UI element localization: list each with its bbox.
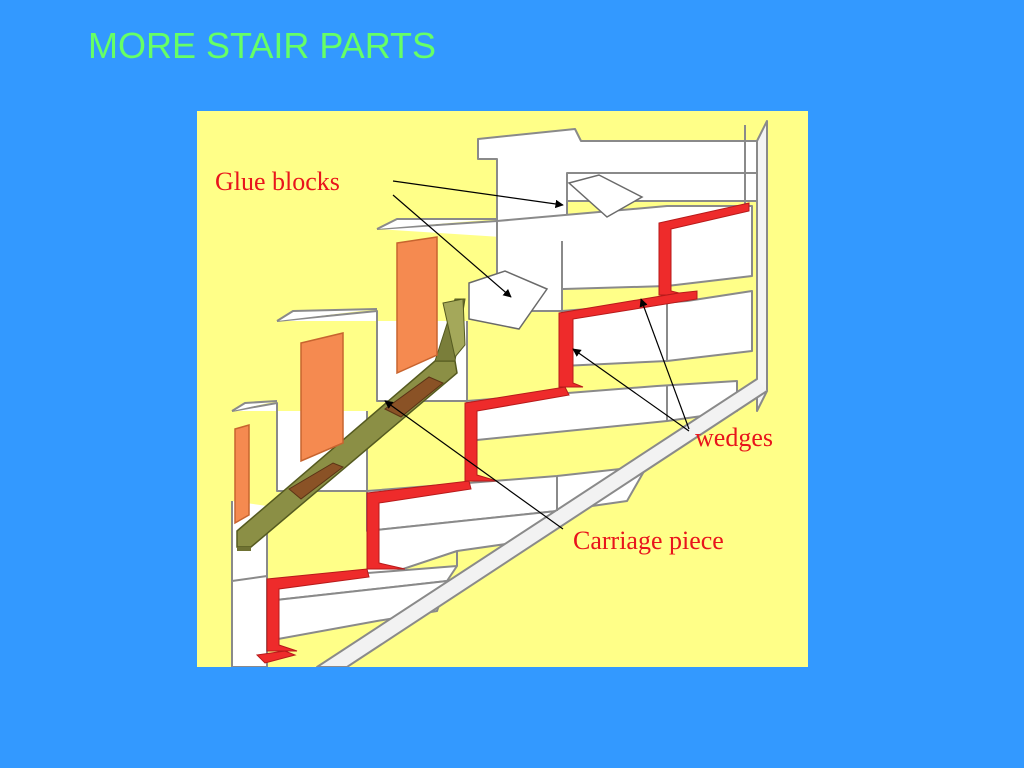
glue-block-square-upper — [567, 174, 644, 218]
wedges — [255, 202, 750, 664]
glue-block-2 — [288, 462, 345, 500]
wedge-1 — [658, 202, 750, 296]
diagram-labels: Glue blocks wedges Carriage piece — [215, 167, 773, 555]
wedge-5 — [266, 568, 370, 652]
leader-glue-blocks-lower — [392, 194, 512, 298]
wedge-3 — [464, 386, 570, 482]
glue-block-1 — [384, 376, 444, 418]
leader-wedges-upper — [639, 298, 690, 430]
leader-glue-blocks-upper — [392, 180, 564, 209]
riser-block-1 — [396, 236, 438, 375]
stair-structure — [231, 120, 768, 667]
riser-blocks — [234, 236, 438, 525]
slide-title: MORE STAIR PARTS — [88, 25, 437, 66]
label-glue-blocks: Glue blocks — [215, 167, 340, 196]
leader-wedges-lower — [572, 348, 690, 432]
leader-carriage-piece — [384, 400, 564, 530]
riser-block-3 — [234, 424, 250, 525]
label-wedges: wedges — [695, 423, 773, 452]
wedge-6 — [255, 650, 297, 664]
label-carriage-piece: Carriage piece — [573, 526, 724, 555]
leader-lines — [384, 180, 690, 530]
riser-block-2 — [300, 332, 344, 463]
wedge-4 — [366, 480, 472, 570]
wedge-2 — [558, 290, 698, 388]
glue-block-square-lower — [468, 270, 549, 330]
glue-blocks — [288, 376, 444, 500]
glue-block-squares — [468, 174, 644, 330]
stair-diagram: Glue blocks wedges Carriage piece — [197, 111, 808, 667]
